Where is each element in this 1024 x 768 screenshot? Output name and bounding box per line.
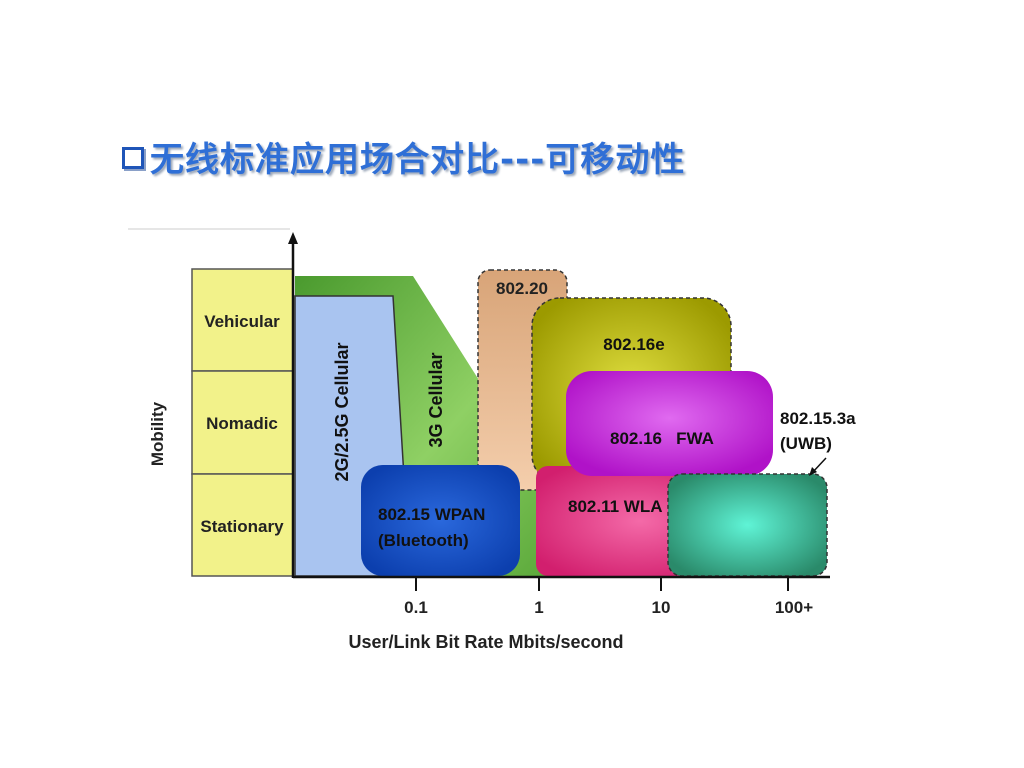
x-tick-label-1: 0.1 (404, 598, 428, 617)
label-802-15-3a-line2: (UWB) (780, 434, 832, 453)
mobility-label-stationary: Stationary (200, 517, 284, 536)
checkbox-bullet-icon (122, 147, 144, 169)
slide-title-text: 无线标准应用场合对比---可移动性 (150, 140, 686, 180)
y-axis-label: Mobility (148, 401, 167, 466)
label-802-16e: 802.16e (603, 335, 664, 354)
label-3g-cellular: 3G Cellular (426, 352, 446, 447)
mobility-label-nomadic: Nomadic (206, 414, 278, 433)
label-802-20: 802.20 (496, 279, 548, 298)
label-802-15-line2: (Bluetooth) (378, 531, 469, 550)
region-802-15-3a (667, 473, 828, 577)
x-axis-label: User/Link Bit Rate Mbits/second (348, 632, 623, 652)
slide-title: 无线标准应用场合对比---可移动性 (122, 132, 685, 181)
label-802-15-3a-line1: 802.15.3a (780, 409, 856, 428)
x-tick-label-3: 10 (652, 598, 671, 617)
label-802-15-line1: 802.15 WPAN (378, 505, 485, 524)
mobility-box-stationary (191, 473, 294, 577)
x-tick-label-4: 100+ (775, 598, 813, 617)
uwb-pointer-arrowhead (809, 467, 817, 476)
mobility-levels: Vehicular Nomadic Stationary (191, 268, 294, 577)
region-802-16-fwa (566, 371, 773, 476)
label-802-16-fwa: 802.16 FWA (610, 429, 714, 448)
y-axis-arrowhead (288, 232, 298, 244)
label-802-11: 802.11 WLA (568, 497, 663, 516)
region-802-15 (361, 465, 520, 576)
x-tick-label-2: 1 (534, 598, 543, 617)
mobility-box-nomadic (191, 370, 294, 475)
label-2g-cellular: 2G/2.5G Cellular (332, 342, 352, 481)
mobility-label-vehicular: Vehicular (204, 312, 280, 331)
